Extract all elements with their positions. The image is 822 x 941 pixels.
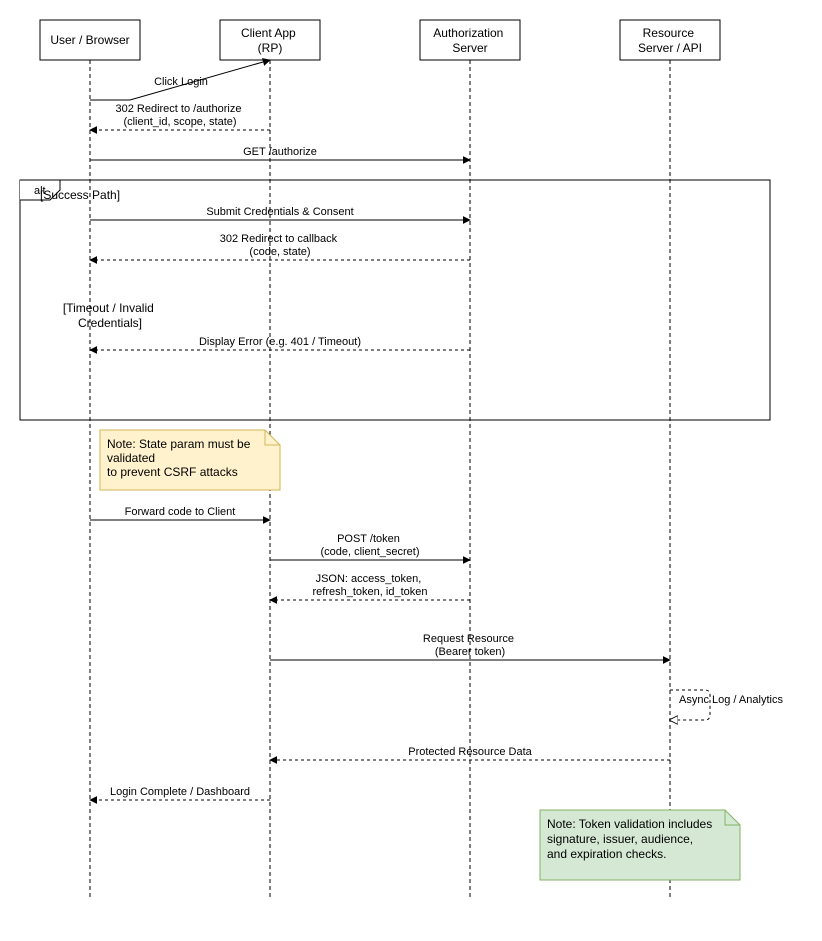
message-post-token: POST /token (code, client_secret) <box>270 533 471 564</box>
alt-guard-success: [Success Path] <box>40 188 120 202</box>
svg-text:Note: Token validation include: Note: Token validation includes signatur… <box>547 817 716 861</box>
message-async-log: Async Log / Analytics <box>670 689 783 720</box>
svg-text:POST /token (code, clien: POST /token (code, client_secret) <box>320 533 419 558</box>
svg-text:Submit Credentials & Consent: Submit Credentials & Consent <box>206 206 353 218</box>
message-login-complete: Login Complete / Dashboard <box>89 786 270 804</box>
note-token-validation: Note: Token validation includes signatur… <box>539 809 741 881</box>
message-click-login: Click Login <box>90 58 271 101</box>
svg-text:Request Resource (Bearer: Request Resource (Bearer token) <box>423 633 517 658</box>
svg-text:Resource Server / API: Resource Server / API <box>638 26 702 55</box>
message-display-error: Display Error (e.g. 401 / Timeout) <box>89 336 470 354</box>
message-submit-credentials: Submit Credentials & Consent <box>90 206 471 224</box>
svg-text:Client App (RP): Client App (RP) <box>241 26 299 55</box>
message-protected-data: Protected Resource Data <box>269 746 670 764</box>
message-redirect-authorize: 302 Redirect to /authorize (client_id, s… <box>89 103 270 134</box>
svg-text:Authorization Server: Authorization Server <box>433 26 506 55</box>
svg-text:302 Redirect to /authorize: 302 Redirect to /authorize (client_id, s… <box>115 103 244 128</box>
message-request-resource: Request Resource (Bearer token) <box>270 633 671 664</box>
message-redirect-callback: 302 Redirect to callback (code, state) <box>89 233 470 264</box>
svg-text:Protected Resource Data: Protected Resource Data <box>408 746 532 758</box>
svg-text:GET /authorize: GET /authorize <box>243 146 317 158</box>
svg-text:Click Login: Click Login <box>154 76 208 88</box>
svg-text:302 Redirect to callback: 302 Redirect to callback (code, state) <box>220 233 340 258</box>
note-csrf: Note: State param must be validated to p… <box>99 429 281 491</box>
svg-text:Async Log / Analytics: Async Log / Analytics <box>679 694 783 706</box>
alt-guard-timeout: [Timeout / Invalid Credentials] <box>63 301 157 330</box>
svg-text:Login Complete / Dashboard: Login Complete / Dashboard <box>110 786 250 798</box>
alt-operator: alt <box>34 185 46 197</box>
participant-auth: Authorization Server <box>419 19 521 61</box>
svg-text:JSON: access_token, refr: JSON: access_token, refresh_token, id_to… <box>313 573 428 598</box>
alt-fragment: alt [Success Path] [Timeout / Invalid Cr… <box>19 179 771 421</box>
participant-resource: Resource Server / API <box>619 19 721 61</box>
svg-text:Note: State param must be: Note: State param must be validated to p… <box>107 437 254 479</box>
participant-client: Client App (RP) <box>219 19 321 61</box>
message-get-authorize: GET /authorize <box>90 146 471 164</box>
svg-text:User / Browser: User / Browser <box>50 33 129 47</box>
message-json-tokens: JSON: access_token, refresh_token, id_to… <box>269 573 470 604</box>
participant-user: User / Browser <box>39 19 141 61</box>
svg-text:Display Error (e.g. 401 / Time: Display Error (e.g. 401 / Timeout) <box>199 336 361 348</box>
message-forward-code: Forward code to Client <box>90 506 271 524</box>
svg-text:Forward code to Client: Forward code to Client <box>125 506 236 518</box>
